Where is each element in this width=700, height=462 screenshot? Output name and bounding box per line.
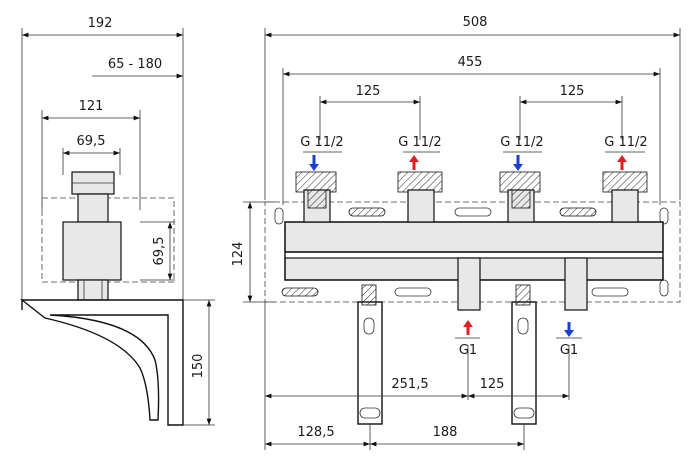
front-view: 508 455 125 125 G 11/2 G 11/2 G 11/2 G 1… bbox=[231, 15, 681, 450]
side-view: 192 65 - 180 121 69,5 69,5 bbox=[19, 16, 215, 426]
flow-arrow-return-bottom bbox=[564, 322, 574, 337]
dim-251-5: 251,5 bbox=[391, 377, 428, 392]
side-pipe-lower bbox=[77, 279, 109, 301]
port-label-top-2: G 11/2 bbox=[398, 135, 441, 150]
dim-69-5-top: 69,5 bbox=[77, 134, 106, 149]
bottom-outlet-1 bbox=[457, 257, 481, 311]
dim-65-180: 65 - 180 bbox=[108, 57, 162, 72]
port-label-top-3: G 11/2 bbox=[500, 135, 543, 150]
side-pipe-upper bbox=[77, 193, 109, 223]
dim-508: 508 bbox=[463, 15, 488, 30]
side-bracket bbox=[19, 299, 184, 426]
port-label-top-1: G 11/2 bbox=[300, 135, 343, 150]
dim-455: 455 bbox=[458, 55, 483, 70]
dim-124: 124 bbox=[231, 242, 246, 267]
slot bbox=[591, 287, 629, 297]
dim-69-5-right: 69,5 bbox=[152, 237, 167, 266]
slot bbox=[454, 207, 492, 217]
top-fitting-2 bbox=[397, 171, 443, 223]
slot bbox=[394, 287, 432, 297]
manifold-upper-bar bbox=[284, 221, 664, 253]
dim-150: 150 bbox=[191, 354, 206, 379]
front-bracket-left bbox=[357, 284, 383, 425]
top-fitting-4 bbox=[602, 171, 648, 223]
dim-188: 188 bbox=[433, 425, 458, 440]
port-label-top-4: G 11/2 bbox=[604, 135, 647, 150]
slot bbox=[559, 207, 597, 217]
top-fitting-1 bbox=[295, 171, 337, 223]
bottom-outlet-2 bbox=[564, 257, 588, 311]
front-bracket-right bbox=[511, 284, 537, 425]
top-fitting-3 bbox=[499, 171, 541, 223]
flow-arrow-supply-1 bbox=[409, 155, 419, 170]
flow-arrow-return-2 bbox=[513, 155, 523, 171]
dim-125-bottom: 125 bbox=[480, 377, 505, 392]
flow-arrow-supply-bottom bbox=[463, 320, 473, 335]
dim-121: 121 bbox=[79, 99, 104, 114]
slot bbox=[348, 207, 386, 217]
side-valve-body bbox=[62, 221, 122, 281]
slot bbox=[281, 287, 319, 297]
flow-arrow-return-1 bbox=[309, 155, 319, 171]
dim-192: 192 bbox=[88, 16, 113, 31]
dim-128-5: 128,5 bbox=[297, 425, 334, 440]
dim-125-left: 125 bbox=[356, 84, 381, 99]
flow-arrow-supply-2 bbox=[617, 155, 627, 170]
dim-125-right: 125 bbox=[560, 84, 585, 99]
